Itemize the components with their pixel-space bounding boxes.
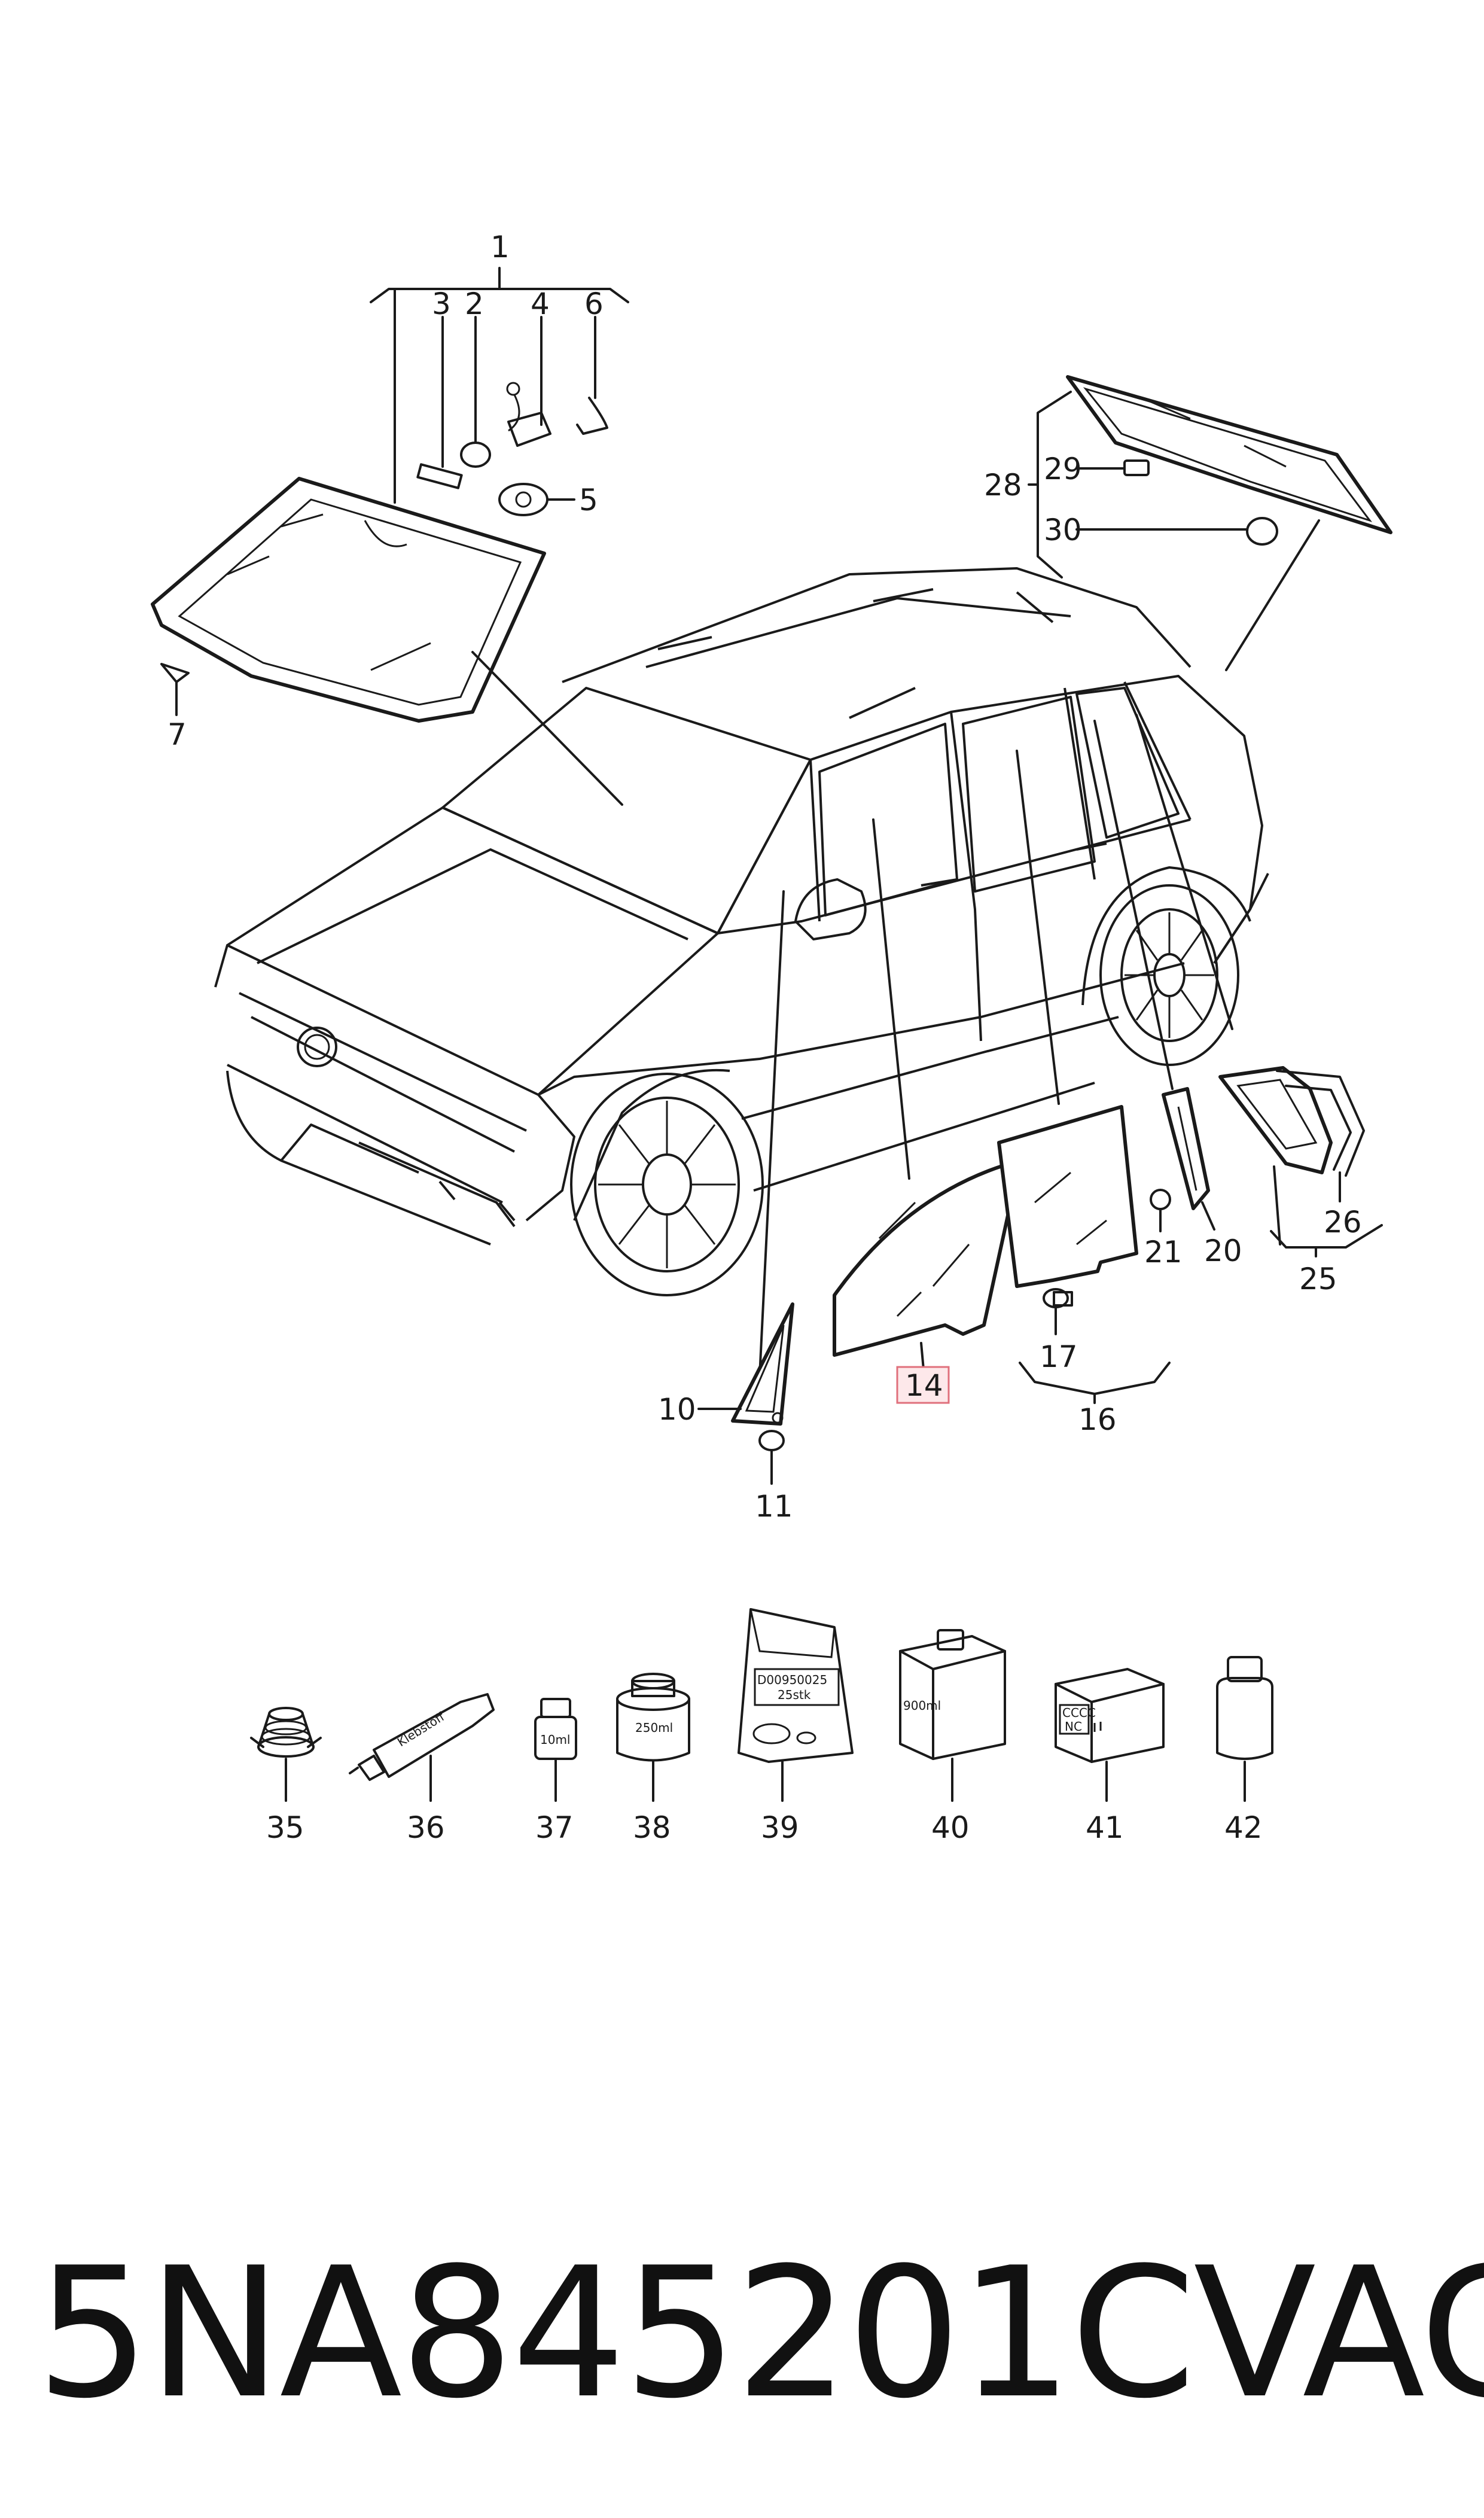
part-3-strip — [416, 316, 463, 489]
callout-35[interactable]: 35 — [266, 1810, 304, 1845]
part-16-rear-door-glass — [997, 1105, 1138, 1288]
bracket-25 — [1270, 1165, 1383, 1258]
box-41-line2: NC — [1065, 1719, 1082, 1734]
part-number: 5NA845201C — [36, 2228, 1196, 2438]
bottle-37-label: 10ml — [540, 1733, 571, 1747]
item-40-box: 900ml — [899, 1629, 1006, 1802]
part-21-clip — [1150, 1189, 1171, 1232]
part-2-disc — [460, 316, 491, 468]
item-36-tube: Klebstoff — [349, 1693, 495, 1802]
callout-1[interactable]: 1 — [490, 230, 510, 264]
bag-qty: 25stk — [778, 1688, 811, 1702]
tube-label: Klebstoff — [395, 1709, 447, 1750]
callout-14[interactable]: 14 — [905, 1368, 943, 1403]
part-14-door-glass — [833, 1159, 1022, 1357]
callout-25[interactable]: 25 — [1299, 1262, 1337, 1296]
callout-3[interactable]: 3 — [432, 287, 451, 321]
part-4-sensor — [506, 316, 551, 447]
callout-40[interactable]: 40 — [931, 1810, 970, 1845]
item-39-bag: D00950025 25stk — [738, 1608, 854, 1802]
callout-21[interactable]: 21 — [1144, 1235, 1183, 1269]
callout-38[interactable]: 38 — [633, 1810, 671, 1845]
callout-26[interactable]: 26 — [1324, 1205, 1362, 1240]
leaders-vehicle — [758, 714, 1233, 1377]
callout-4[interactable]: 4 — [531, 287, 550, 321]
vehicle-outline — [214, 567, 1269, 1296]
part-25-quarter-glass — [1218, 1066, 1333, 1174]
leader-windscreen — [471, 651, 623, 806]
item-37-bottle: 10ml — [534, 1698, 577, 1802]
footer: 5NA845201C VAG — [36, 2229, 1484, 2438]
part-11-screw — [758, 1430, 785, 1485]
callout-2[interactable]: 2 — [465, 287, 484, 321]
callout-11[interactable]: 11 — [755, 1489, 793, 1524]
box-41-line1: CCCC — [1062, 1706, 1096, 1720]
part-30-grommet — [1246, 517, 1278, 546]
part-29-clip — [1123, 459, 1150, 476]
callout-10[interactable]: 10 — [658, 1392, 696, 1427]
callout-42[interactable]: 42 — [1224, 1810, 1263, 1845]
part-26-seal — [1276, 1070, 1365, 1202]
callout-6[interactable]: 6 — [584, 287, 604, 321]
brand-name: VAG — [1193, 2228, 1484, 2438]
item-35-cone — [250, 1707, 322, 1802]
callout-39[interactable]: 39 — [761, 1810, 799, 1845]
callout-14-highlight — [896, 1366, 950, 1404]
callout-7[interactable]: 7 — [167, 717, 187, 752]
item-42-bottle — [1216, 1656, 1273, 1802]
bracket-28 — [1028, 391, 1072, 578]
callout-5[interactable]: 5 — [579, 483, 598, 517]
rear-window — [1066, 375, 1392, 534]
callout-41[interactable]: 41 — [1086, 1810, 1124, 1845]
part-10-quarter-glass — [731, 1302, 794, 1426]
callout-36[interactable]: 36 — [407, 1810, 445, 1845]
callout-37[interactable]: 37 — [535, 1810, 574, 1845]
part-17-clip — [1043, 1288, 1073, 1335]
part-6-bracket — [576, 316, 608, 435]
part-20-trim — [1162, 1087, 1215, 1231]
windscreen — [151, 477, 546, 723]
callout-17[interactable]: 17 — [1040, 1339, 1078, 1374]
callout-29[interactable]: 29 — [1044, 452, 1082, 486]
part-7-clip — [160, 663, 190, 716]
part-5-sensor — [498, 483, 575, 516]
can-38-label: 250ml — [635, 1721, 673, 1735]
callout-20[interactable]: 20 — [1204, 1234, 1242, 1268]
callout-16[interactable]: 16 — [1078, 1402, 1117, 1437]
callout-30[interactable]: 30 — [1044, 513, 1082, 547]
group-1-bracket — [370, 267, 629, 504]
callout-28[interactable]: 28 — [984, 468, 1022, 503]
bracket-16 — [1019, 1362, 1171, 1404]
leader-rear-window — [1225, 519, 1320, 671]
item-38-can: 250ml — [616, 1673, 690, 1802]
box-40-label: 900ml — [903, 1698, 941, 1713]
item-41-box: CCCC NC — [1055, 1668, 1165, 1802]
bag-code: D00950025 — [757, 1673, 827, 1687]
